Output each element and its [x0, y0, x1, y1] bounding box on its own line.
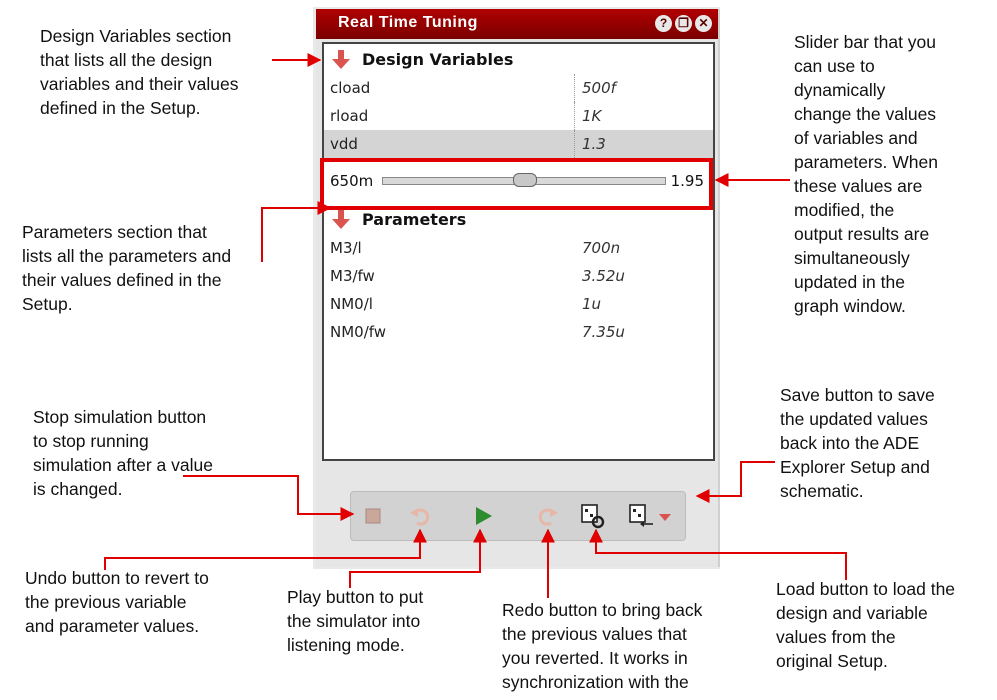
arrow-save — [695, 461, 775, 503]
parameter-name: NM0/l — [330, 295, 373, 313]
save-icon[interactable] — [627, 502, 655, 530]
design-variable-row-selected[interactable]: vdd 1.3 — [324, 130, 713, 158]
callout-undo: Undo button to revert to the previous va… — [25, 568, 209, 636]
variables-panel: Design Variables cload 500f rload 1K vdd… — [320, 42, 715, 461]
variable-name: cload — [330, 79, 371, 97]
collapse-arrow-icon[interactable] — [332, 210, 350, 230]
design-variable-row[interactable]: rload 1K — [324, 102, 713, 130]
slider-min-label: 650m — [330, 172, 374, 190]
arrow-load — [589, 528, 847, 580]
callout-save: Save button to save the updated values b… — [780, 385, 935, 501]
callout-parameters: Parameters section that lists all the pa… — [22, 222, 232, 314]
parameters-header[interactable]: Parameters — [324, 208, 713, 232]
collapse-arrow-icon[interactable] — [332, 50, 350, 70]
undo-icon[interactable] — [406, 502, 434, 530]
slider-track[interactable] — [382, 173, 666, 187]
design-variables-header[interactable]: Design Variables — [324, 48, 713, 72]
callout-redo: Redo button to bring back the previous v… — [502, 600, 703, 692]
slider-thumb[interactable] — [513, 173, 537, 187]
redo-icon[interactable] — [534, 502, 562, 530]
parameter-row[interactable]: M3/l 700n — [324, 234, 713, 262]
parameter-value[interactable]: 700n — [582, 239, 621, 257]
arrow-undo — [104, 528, 427, 570]
variable-value[interactable]: 500f — [582, 79, 616, 97]
restore-button[interactable]: ❐ — [675, 15, 692, 32]
parameter-value[interactable]: 1u — [582, 295, 602, 313]
variable-value[interactable]: 1K — [582, 107, 602, 125]
stop-icon[interactable] — [359, 502, 387, 530]
slider-max-label: 1.95 — [670, 172, 704, 190]
column-divider — [574, 102, 575, 130]
parameter-row[interactable]: M3/fw 3.52u — [324, 262, 713, 290]
design-variables-heading: Design Variables — [362, 50, 514, 69]
arrow-parameters — [261, 201, 332, 262]
real-time-tuning-window: Real Time Tuning ? ❐ ✕ Design Variables … — [316, 9, 720, 567]
design-variable-row[interactable]: cload 500f — [324, 74, 713, 102]
help-button[interactable]: ? — [655, 15, 672, 32]
title-bar[interactable]: Real Time Tuning ? ❐ ✕ — [316, 9, 718, 39]
close-button[interactable]: ✕ — [695, 15, 712, 32]
parameter-name: M3/l — [330, 239, 362, 257]
parameter-name: NM0/fw — [330, 323, 387, 341]
column-divider — [574, 74, 575, 102]
callout-play: Play button to put the simulator into li… — [287, 587, 424, 655]
arrow-play — [349, 528, 487, 588]
window-title: Real Time Tuning — [338, 14, 478, 31]
callout-slider: Slider bar that you can use to dynamical… — [794, 32, 938, 316]
arrow-stop — [183, 475, 355, 521]
parameter-value[interactable]: 3.52u — [582, 267, 625, 285]
variable-name: rload — [330, 107, 369, 125]
load-icon[interactable] — [579, 502, 607, 530]
dropdown-arrow-icon[interactable] — [656, 502, 674, 530]
play-icon[interactable] — [469, 502, 497, 530]
window-controls: ? ❐ ✕ — [655, 15, 712, 32]
parameter-row[interactable]: NM0/l 1u — [324, 290, 713, 318]
value-slider: 650m 1.95 — [320, 158, 713, 210]
variable-value[interactable]: 1.3 — [582, 135, 606, 153]
callout-stop: Stop simulation button to stop running s… — [33, 407, 213, 499]
tuning-toolbar — [350, 491, 686, 541]
callout-design-variables: Design Variables section that lists all … — [40, 26, 239, 118]
parameter-name: M3/fw — [330, 267, 375, 285]
parameter-value[interactable]: 7.35u — [582, 323, 625, 341]
parameter-row[interactable]: NM0/fw 7.35u — [324, 318, 713, 346]
parameters-heading: Parameters — [362, 210, 467, 229]
variable-name: vdd — [330, 135, 358, 153]
callout-load: Load button to load the design and varia… — [776, 579, 956, 671]
column-divider — [574, 130, 575, 158]
